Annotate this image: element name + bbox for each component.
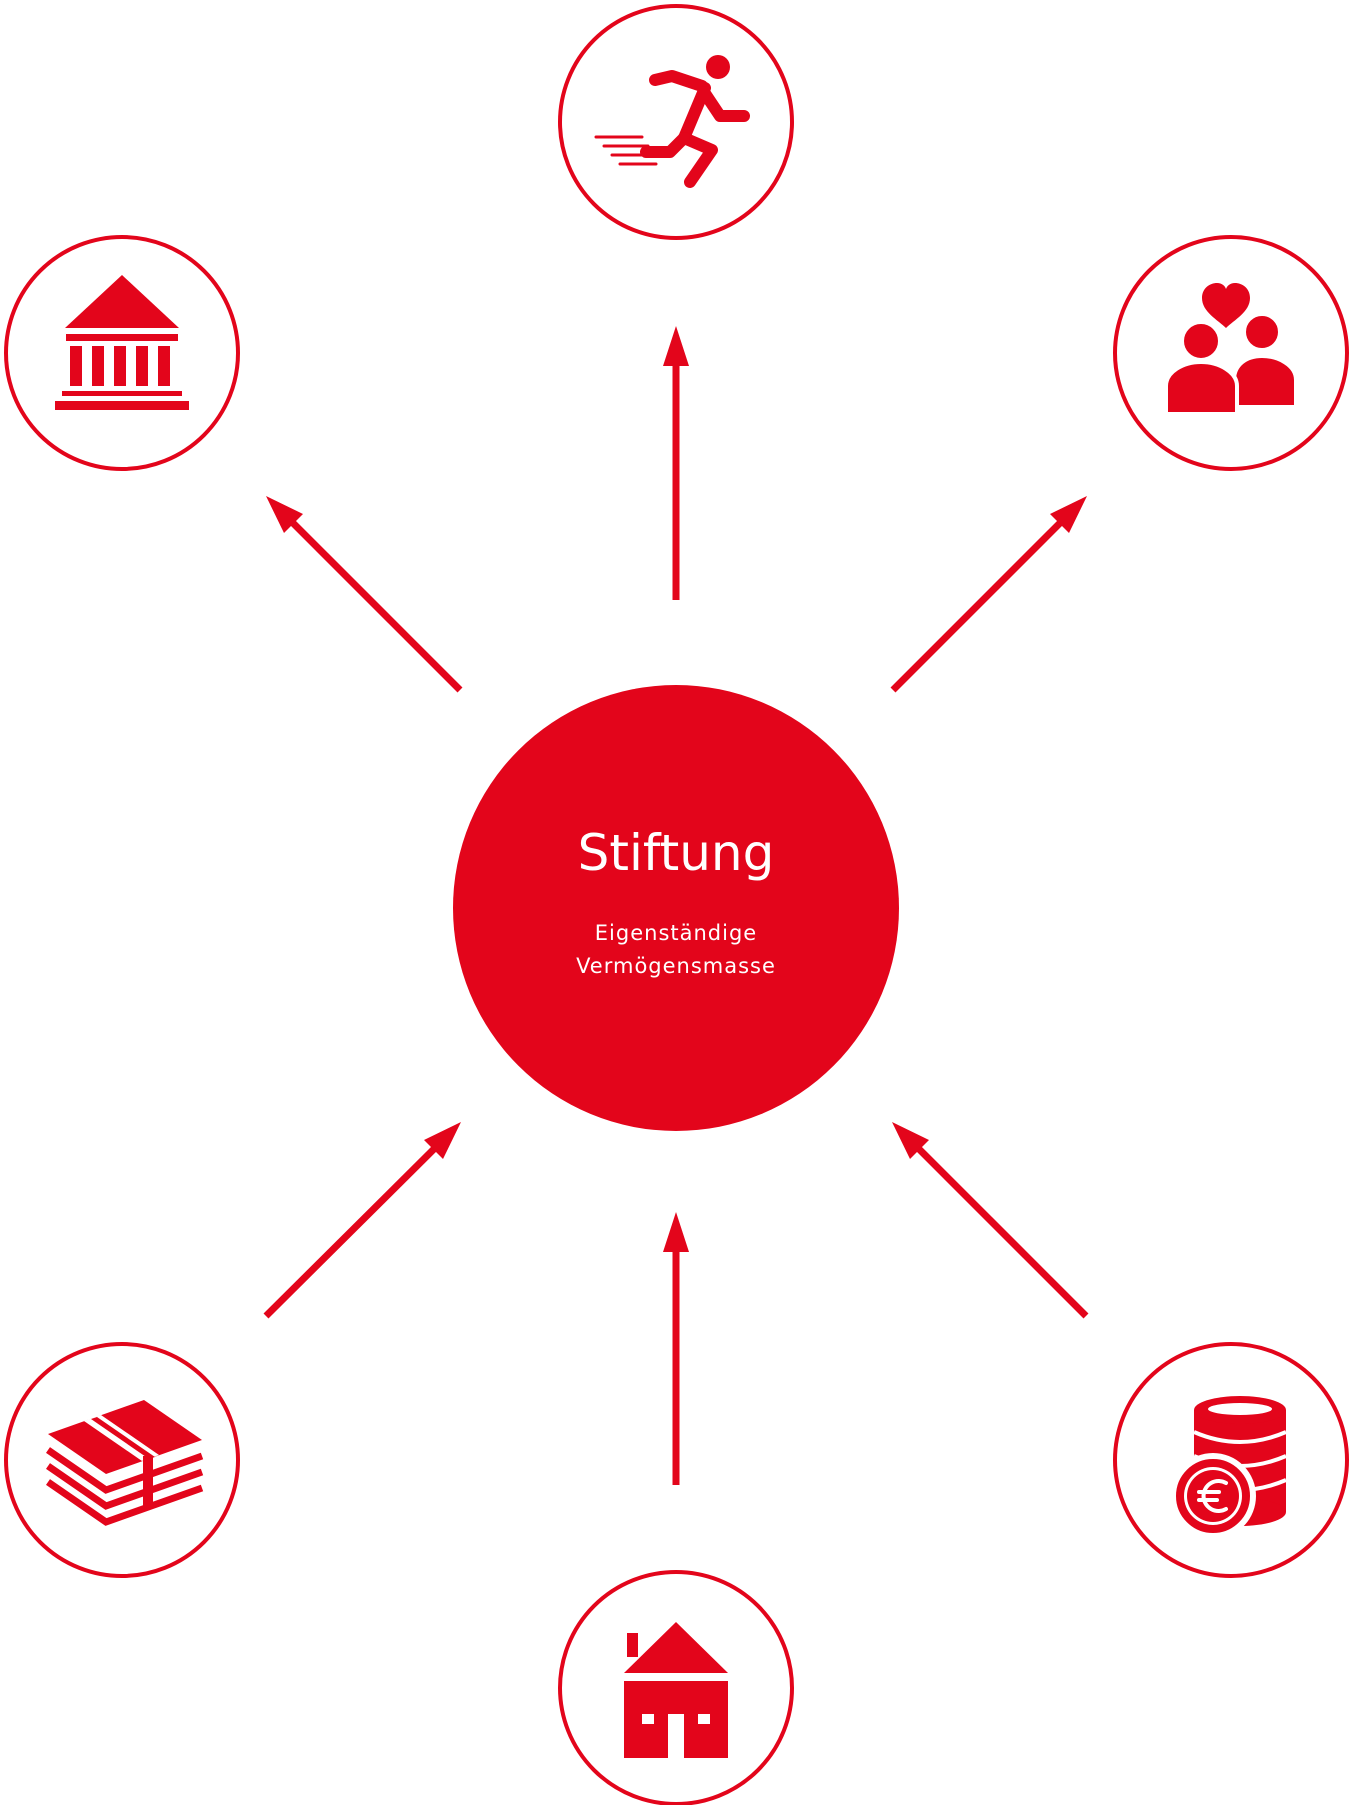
center-title: Stiftung (578, 824, 775, 882)
node-bottom-left (4, 1342, 240, 1578)
node-bottom (558, 1570, 794, 1805)
node-top-left (4, 235, 240, 471)
bank-building-icon (55, 275, 189, 410)
arrow-from-bottom-left (263, 1122, 461, 1319)
arrow-up (663, 326, 689, 600)
money-stack-icon (46, 1400, 204, 1526)
center-subtitle-line1: Eigenständige (595, 921, 757, 945)
arrow-up-right (890, 496, 1087, 693)
arrow-from-bottom-right (892, 1122, 1089, 1319)
running-person-icon (594, 55, 750, 188)
arrow-from-bottom (663, 1212, 689, 1485)
people-heart-icon (1164, 283, 1298, 416)
node-top-right (1113, 235, 1349, 471)
euro-coins-icon (1170, 1396, 1287, 1539)
center-subtitle-line2: Vermögensmasse (576, 954, 776, 978)
node-bottom-right (1113, 1342, 1349, 1578)
node-top (558, 4, 794, 240)
house-icon (624, 1622, 728, 1758)
center-node: Stiftung Eigenständige Vermögensmasse (453, 685, 899, 1131)
arrow-up-left (266, 496, 463, 693)
